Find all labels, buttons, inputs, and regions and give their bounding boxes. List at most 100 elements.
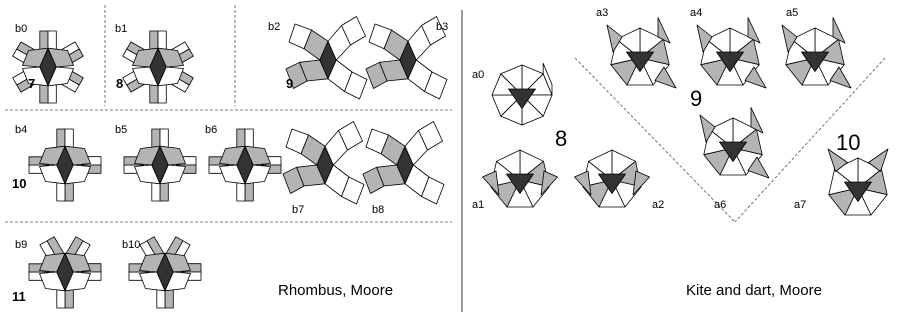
dart-tile xyxy=(744,66,767,89)
rhombus-tile xyxy=(47,30,57,51)
label-b1: b1 xyxy=(115,23,127,35)
rhombus-tile xyxy=(421,176,445,205)
rhombus-tile xyxy=(151,128,161,149)
config-b1 xyxy=(122,30,194,104)
rhombus-tile xyxy=(282,166,305,194)
rhombus-tile xyxy=(149,30,159,51)
dart-tile xyxy=(747,156,770,179)
separators xyxy=(5,5,886,312)
kite-segment xyxy=(616,27,641,59)
caption-rhombus: Rhombus, Moore xyxy=(278,282,393,299)
rhombus-tile xyxy=(341,176,365,205)
dart-tile xyxy=(781,24,798,53)
rhombus-tile xyxy=(39,30,49,51)
v-divider-right xyxy=(734,57,886,223)
count-10: 10 xyxy=(12,176,26,191)
id-labels: b0 b1 b2 b3 b4 b5 b6 b7 b8 b9 b10 a0 a1 … xyxy=(15,7,806,251)
label-a4: a4 xyxy=(690,7,702,19)
config-b3 xyxy=(365,16,448,100)
rhombus-tile xyxy=(139,271,166,292)
label-a6: a6 xyxy=(714,199,726,211)
count-labels: 7 8 9 10 11 8 9 10 xyxy=(12,76,860,304)
rhombus-tile xyxy=(134,164,161,185)
label-a3: a3 xyxy=(596,7,608,19)
kite-segment xyxy=(791,27,816,59)
dark-triangle xyxy=(801,51,829,72)
rhombus-tile xyxy=(157,83,167,104)
rhombus-tile xyxy=(236,181,246,202)
rhombus-tile xyxy=(362,166,385,194)
count-9: 9 xyxy=(286,76,293,91)
dart-tile xyxy=(750,107,764,134)
config-b0 xyxy=(12,30,84,104)
rhombus-tile xyxy=(164,288,174,309)
config-b7 xyxy=(282,121,365,205)
rhombus-tile xyxy=(47,83,57,104)
rhombus-tile xyxy=(365,128,389,155)
dark-triangle xyxy=(844,181,872,202)
rhombus-tile xyxy=(56,181,66,202)
rhombus-tile xyxy=(285,61,308,89)
dark-triangle xyxy=(598,173,626,194)
rhombus-tile xyxy=(64,128,74,149)
dart-tile xyxy=(696,24,713,53)
count-kite-9: 9 xyxy=(690,86,702,111)
rhombus-tile xyxy=(159,145,186,166)
rhombus-tile xyxy=(157,30,167,51)
dark-triangle xyxy=(716,51,744,72)
rhombus-tile xyxy=(244,181,254,202)
rhombus-tile xyxy=(424,71,448,100)
config-b8 xyxy=(362,121,445,205)
count-11: 11 xyxy=(12,289,26,304)
kite-tile xyxy=(542,62,553,96)
label-a0: a0 xyxy=(472,69,484,81)
label-a1: a1 xyxy=(472,199,484,211)
dart-tile xyxy=(747,17,761,44)
rhombus-tile xyxy=(164,271,191,292)
rhombus-tile xyxy=(368,23,392,50)
config-a6 xyxy=(699,107,770,179)
rhombus-tile xyxy=(64,181,74,202)
config-b4 xyxy=(28,128,102,202)
label-b2: b2 xyxy=(268,21,280,33)
rhombus-tile xyxy=(39,83,49,104)
rhombus-tile xyxy=(159,164,186,185)
rhombus-tile xyxy=(236,128,246,149)
rhombus-tile xyxy=(157,47,184,68)
label-a5: a5 xyxy=(786,7,798,19)
rhombus-tile xyxy=(244,164,271,185)
config-a1 xyxy=(482,149,558,208)
rhombus-tile xyxy=(132,66,159,87)
rhombus-tile xyxy=(64,145,91,166)
dart-tile xyxy=(574,170,592,196)
config-b9 xyxy=(28,236,102,309)
rhombus-tile xyxy=(338,121,363,151)
config-a7 xyxy=(827,148,889,216)
rhombus-tile xyxy=(244,145,271,166)
kite-segment xyxy=(706,27,731,59)
config-a0 xyxy=(491,62,553,126)
dart-tile xyxy=(482,170,500,196)
rhombus-tile xyxy=(56,128,66,149)
config-a5 xyxy=(781,17,852,89)
dart-tile xyxy=(832,17,846,44)
dark-triangle xyxy=(506,173,534,194)
dart-tile xyxy=(827,148,848,172)
rhombus-tile xyxy=(219,164,246,185)
config-b5 xyxy=(123,128,197,202)
dart-tile xyxy=(699,114,716,143)
kite-segment xyxy=(500,64,523,96)
rhombus-tile xyxy=(164,252,191,273)
dart-tile xyxy=(540,170,558,196)
dart-tile xyxy=(632,170,650,196)
dark-triangle xyxy=(626,51,654,72)
rhombus-tile xyxy=(365,61,388,89)
label-b10: b10 xyxy=(122,239,140,251)
kite-segment xyxy=(496,149,521,181)
label-b8: b8 xyxy=(372,204,384,216)
rhombus-tile xyxy=(134,145,161,166)
label-b7: b7 xyxy=(292,204,304,216)
rhombus-tile xyxy=(159,181,169,202)
rhombus-tile xyxy=(344,71,368,100)
rhombus-tile xyxy=(285,128,309,155)
